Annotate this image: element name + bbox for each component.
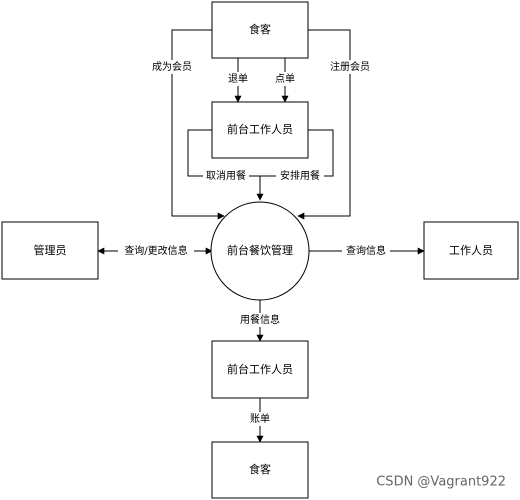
- node-staff: [423, 221, 519, 280]
- edge-label-query-info: 查询信息: [346, 244, 386, 257]
- label-bg-meal-info: [236, 313, 284, 327]
- edge-label-register-member: 注册会员: [330, 60, 370, 73]
- edge-label-arrange-meal: 安排用餐: [280, 169, 320, 182]
- node-admin: [1, 221, 99, 280]
- label-bg-return-order: [226, 72, 250, 86]
- edge-label-become-member: 成为会员: [152, 60, 192, 73]
- edge-label-query-update-info: 查询/更改信息: [124, 244, 187, 257]
- label-bg-register-member: [326, 60, 374, 74]
- node-customer-top-label: 食客: [249, 22, 271, 36]
- watermark: CSDN @Vagrant922: [376, 475, 506, 490]
- node-customer-bottom-label: 食客: [249, 462, 271, 476]
- edge-label-bill: 账单: [250, 413, 270, 425]
- node-customer-top: [211, 1, 309, 59]
- node-staff-label: 工作人员: [449, 244, 493, 257]
- node-front-staff-top-label: 前台工作人员: [227, 122, 293, 136]
- node-front-staff-top: [211, 101, 309, 159]
- edge-register-member: [297, 29, 351, 220]
- label-bg-place-order: [273, 72, 297, 86]
- node-customer-bottom: [211, 441, 309, 499]
- edge-label-place-order: 点单: [275, 73, 295, 85]
- label-bg-query-update-info: [118, 244, 194, 258]
- node-front-staff-bottom: [211, 340, 309, 399]
- edge-label-return-order: 退单: [228, 73, 248, 85]
- node-central-process: [210, 201, 310, 301]
- edge-become-member: [171, 29, 225, 220]
- node-central-process-label: 前台餐饮管理: [227, 243, 293, 257]
- node-admin-label: 管理员: [34, 243, 67, 257]
- edge-cancel-meal: [187, 129, 264, 201]
- edge-label-cancel-meal: 取消用餐: [206, 169, 246, 182]
- node-front-staff-bottom-label: 前台工作人员: [227, 362, 293, 376]
- label-bg-cancel-meal: [203, 169, 249, 183]
- edge-label-meal-info: 用餐信息: [240, 313, 280, 326]
- label-bg-become-member: [148, 60, 196, 74]
- label-bg-query-info: [342, 244, 390, 258]
- label-bg-bill: [248, 412, 272, 426]
- label-bg-arrange-meal: [276, 169, 324, 183]
